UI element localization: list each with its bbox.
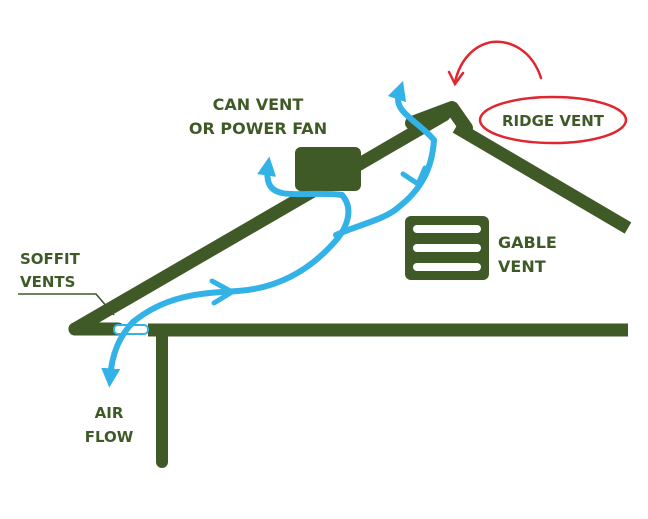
- ridge-vent-pointer-arrow: [453, 40, 543, 84]
- airflow-intake-arrow: [101, 319, 136, 388]
- can-vent-label-line2: OR POWER FAN: [189, 119, 327, 138]
- diagram-labels: CAN VENT OR POWER FAN RIDGE VENT GABLE V…: [20, 95, 605, 446]
- airflow-arrows: [101, 80, 437, 388]
- roof-left-slope: [68, 108, 451, 336]
- soffit-leader-line: [18, 293, 115, 316]
- house-structure: [68, 101, 632, 468]
- can-vent-label-line1: CAN VENT: [213, 95, 304, 114]
- ridge-vent-cap: [405, 101, 473, 135]
- gable-louver: [413, 225, 481, 233]
- airflow-mid-chevron: [209, 278, 235, 306]
- airflow-can-vent-arrow: [257, 156, 345, 198]
- gable-louver: [413, 263, 481, 271]
- ridge-vent-highlight-circle: [478, 95, 628, 145]
- can-vent-box: [295, 147, 361, 191]
- roof-right-slope: [452, 121, 632, 234]
- air-flow-label-line1: AIR: [95, 404, 124, 422]
- soffit-vents-label-line1: SOFFIT: [20, 250, 81, 268]
- airflow-gable-branch-arrow: [333, 137, 437, 238]
- gable-louver: [413, 244, 481, 252]
- ridge-vent-label: RIDGE VENT: [502, 112, 605, 130]
- ridge-vent-pointer-arrowhead: [447, 70, 465, 87]
- soffit-vents-label-line2: VENTS: [20, 273, 75, 291]
- air-flow-label-line2: FLOW: [85, 428, 134, 446]
- airflow-ridge-arrow: [387, 80, 437, 143]
- gable-vent-label-line1: GABLE: [498, 233, 557, 252]
- ridge-vent-annotation: [447, 40, 628, 145]
- gable-vent-label-line2: VENT: [498, 257, 546, 276]
- gable-vent-louvers: [413, 225, 481, 271]
- airflow-main-arrow: [130, 192, 352, 325]
- airflow-ridge-chevron: [400, 165, 428, 187]
